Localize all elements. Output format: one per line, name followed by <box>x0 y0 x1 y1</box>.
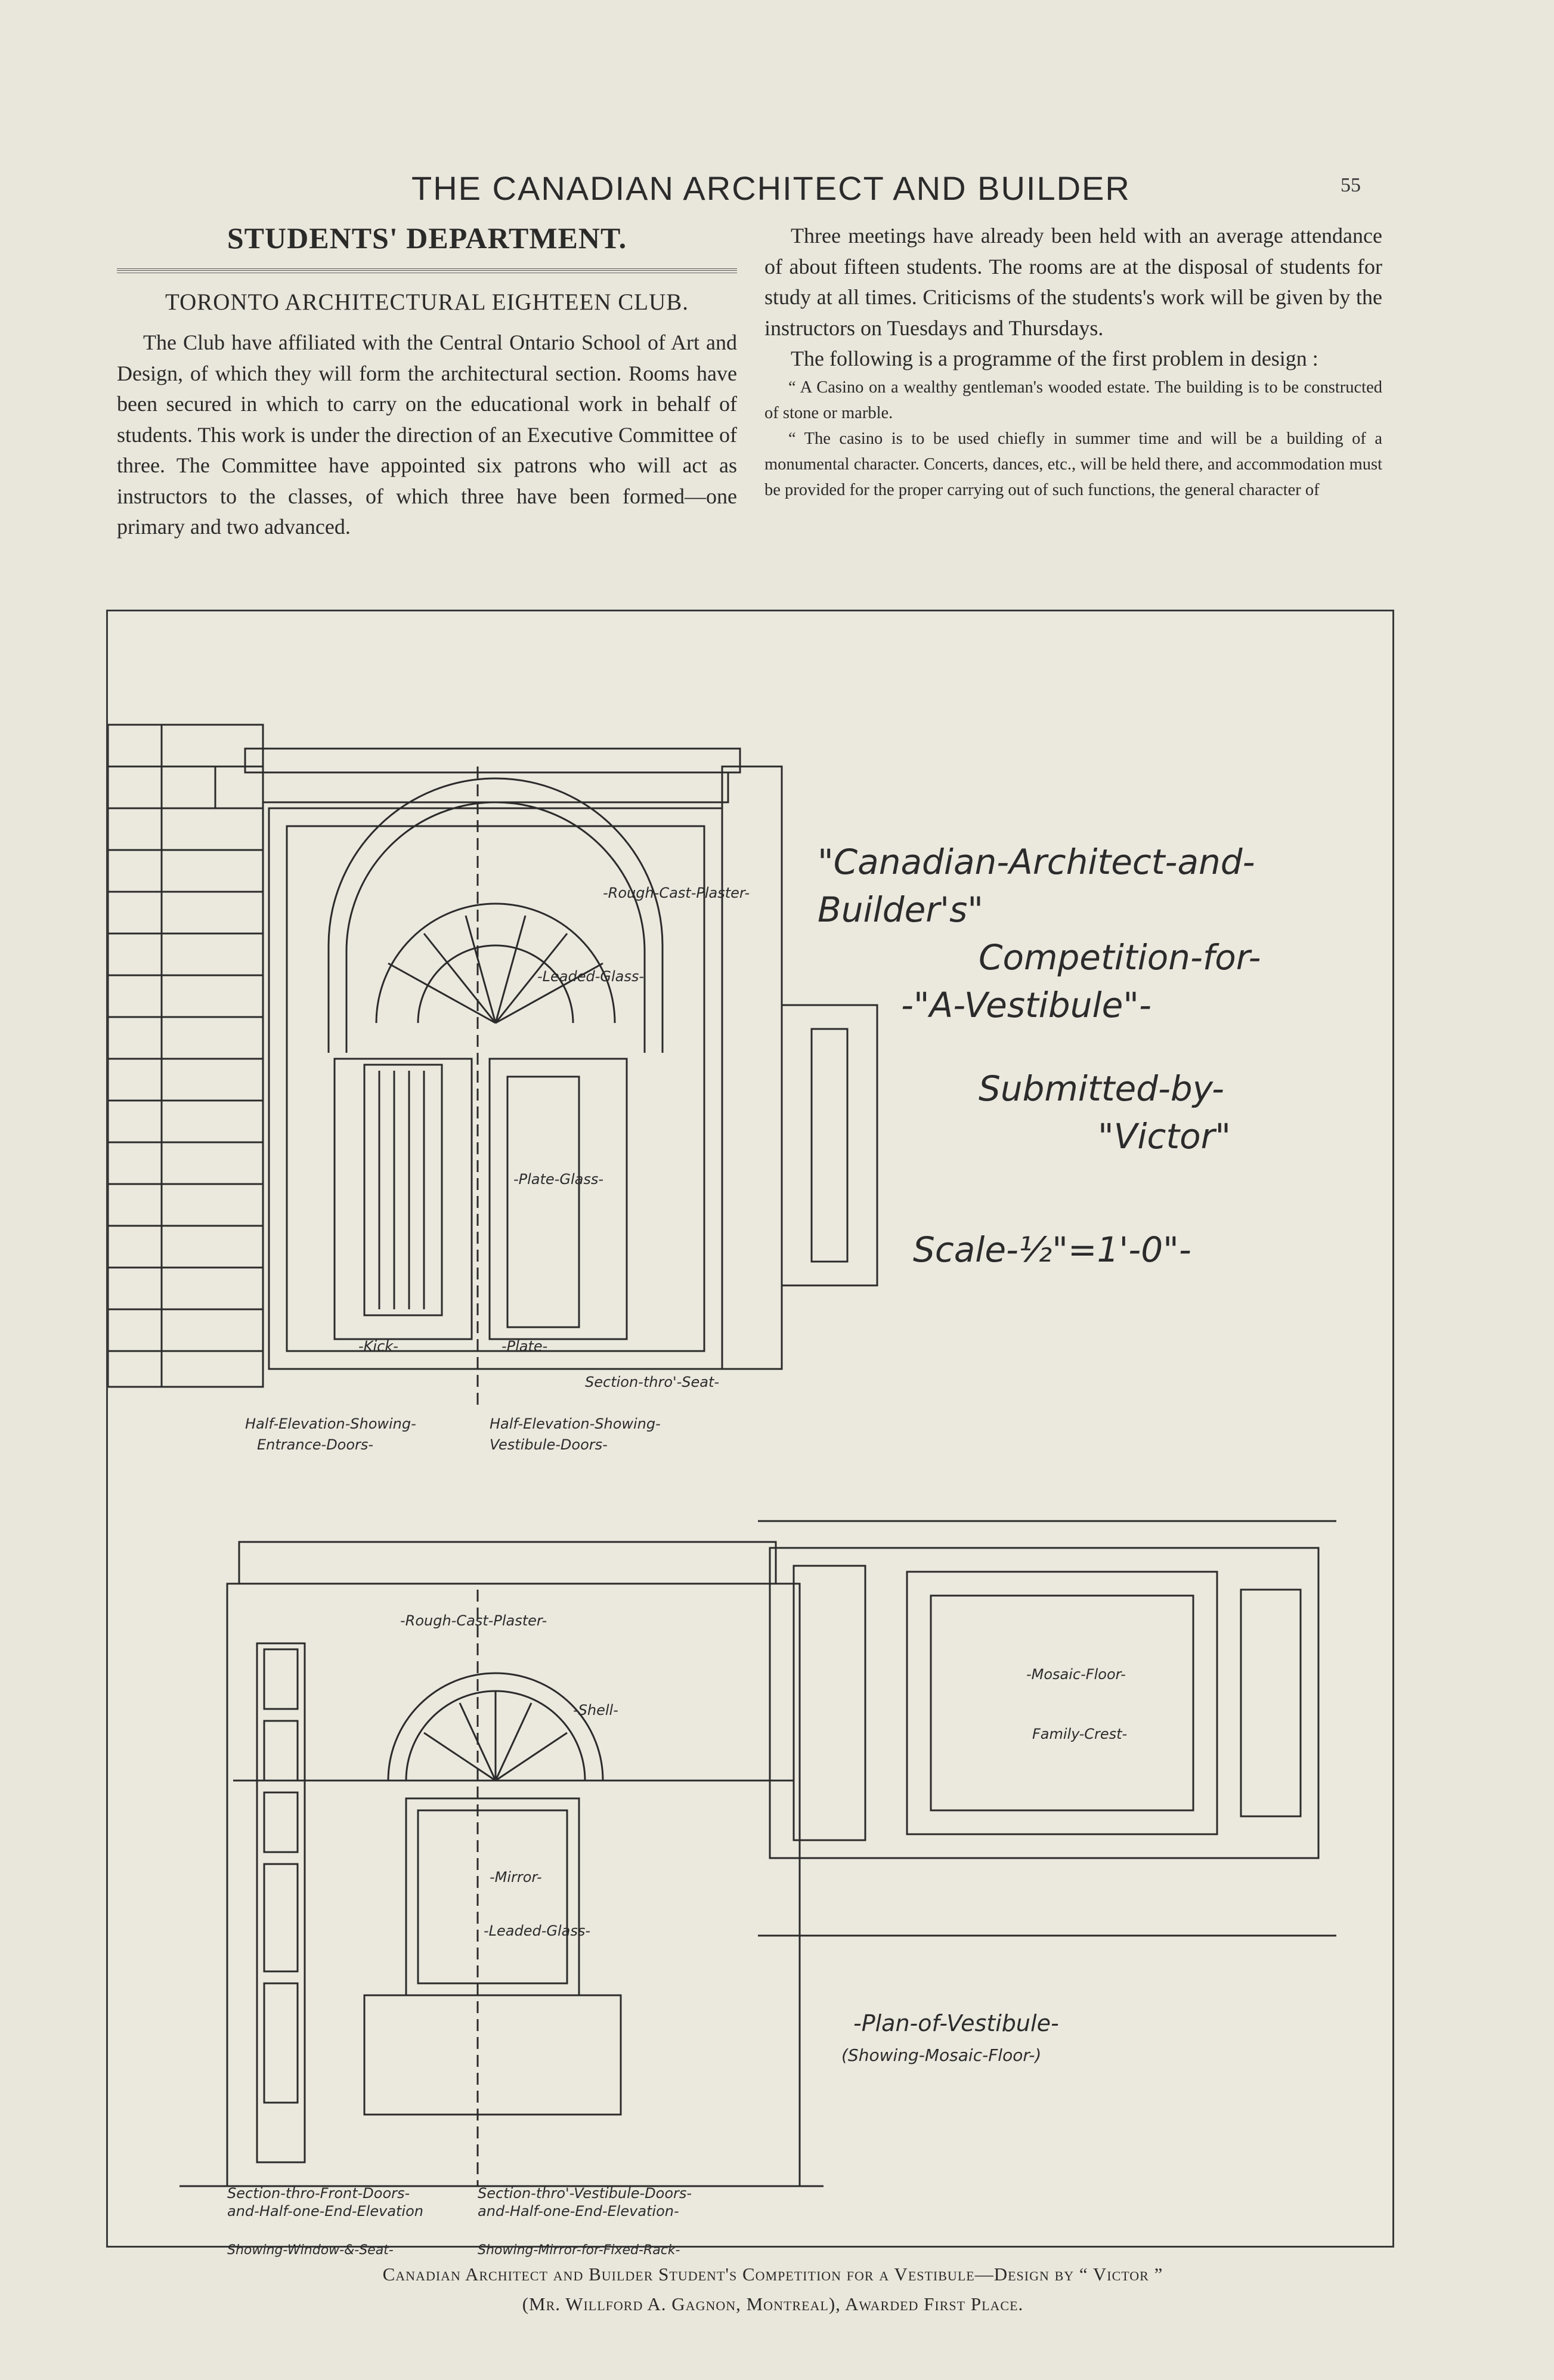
right-column: Three meetings have already been held wi… <box>764 221 1382 503</box>
drawing-scale: Scale-½"=1'-0"- <box>913 1229 1191 1270</box>
section-front-caption-1: Section-thro-Front-Doors- <box>227 2185 410 2202</box>
plan-subtitle: (Showing-Mosaic-Floor-) <box>841 2045 1041 2065</box>
section-front-caption-2: and-Half-one-End-Elevation <box>227 2203 423 2220</box>
club-heading: TORONTO ARCHITECTURAL EIGHTEEN CLUB. <box>165 289 689 315</box>
label-leaded-glass-section: -Leaded-Glass- <box>484 1922 590 1939</box>
label-mosaic-floor: -Mosaic-Floor- <box>1026 1666 1126 1683</box>
label-kick: -Kick- <box>358 1338 398 1355</box>
label-plate-glass: -Plate-Glass- <box>513 1171 603 1188</box>
label-section-seat: Section-thro'-Seat- <box>585 1374 719 1390</box>
left-column: STUDENTS' DEPARTMENT. TORONTO ARCHITECTU… <box>117 221 737 543</box>
drawing-submitted-by: Submitted-by- <box>979 1068 1224 1109</box>
plate-caption: Canadian Architect and Builder Student's… <box>117 2260 1429 2319</box>
label-leaded-glass: -Leaded-Glass- <box>537 968 644 985</box>
drawing-title-line-2: Builder's" <box>818 889 983 930</box>
label-plate: -Plate- <box>502 1338 547 1355</box>
label-shell: -Shell- <box>573 1702 618 1718</box>
vestibule-drawing-plate: -Rough-Cast-Plaster- -Leaded-Glass- -Pla… <box>106 610 1394 2258</box>
drawing-title-line-1: "Canadian-Architect-and- <box>818 842 1255 882</box>
label-half-elev-vestibule-2: Vestibule-Doors- <box>490 1436 608 1453</box>
drawing-author: "Victor" <box>1098 1116 1231 1157</box>
section-front-caption-3: Showing-Window-&-Seat- <box>227 2243 394 2258</box>
department-title: STUDENTS' DEPARTMENT. <box>227 221 627 255</box>
label-rough-cast: -Rough-Cast-Plaster- <box>603 885 750 901</box>
section-vestibule-caption-2: and-Half-one-End-Elevation- <box>478 2203 679 2220</box>
half-elevation-drawing <box>108 724 878 1411</box>
club-paragraph: The Club have affiliated with the Centra… <box>117 330 737 539</box>
label-rough-cast-section: -Rough-Cast-Plaster- <box>400 1612 547 1629</box>
label-half-elev-vestibule-1: Half-Elevation-Showing- <box>490 1415 661 1432</box>
label-family-crest: Family-Crest- <box>1032 1726 1127 1742</box>
section-vestibule-caption-3: Showing-Mirror-for-Fixed-Rack- <box>478 2243 680 2258</box>
label-mirror: -Mirror- <box>490 1869 542 1886</box>
meetings-paragraph: Three meetings have already been held wi… <box>764 224 1382 340</box>
vestibule-drawing: -Rough-Cast-Plaster- -Leaded-Glass- -Pla… <box>108 724 1336 2220</box>
programme-paragraph: The following is a programme of the firs… <box>791 347 1318 370</box>
page-number: 55 <box>1341 174 1361 196</box>
plan-drawing <box>758 1520 1336 1937</box>
department-rule <box>117 268 737 273</box>
caption-line-2: (Mr. Willford A. Gagnon, Montreal), Awar… <box>522 2294 1024 2314</box>
label-half-elev-entrance-2: Entrance-Doors- <box>257 1436 373 1453</box>
running-title: THE CANADIAN ARCHITECT AND BUILDER <box>411 169 1131 207</box>
label-half-elev-entrance-1: Half-Elevation-Showing- <box>245 1415 416 1432</box>
programme-quote-2: “ The casino is to be used chiefly in su… <box>764 429 1382 499</box>
caption-line-1: Canadian Architect and Builder Student's… <box>382 2264 1163 2285</box>
drawing-title-line-3: Competition-for- <box>979 937 1261 978</box>
drawing-title-line-4: -"A-Vestibule"- <box>901 985 1151 1025</box>
section-vestibule-caption-1: Section-thro'-Vestibule-Doors- <box>478 2185 692 2202</box>
section-drawing <box>179 1541 824 2187</box>
programme-quote-1: “ A Casino on a wealthy gentleman's wood… <box>764 378 1382 422</box>
plan-title: -Plan-of-Vestibule- <box>853 2010 1059 2036</box>
